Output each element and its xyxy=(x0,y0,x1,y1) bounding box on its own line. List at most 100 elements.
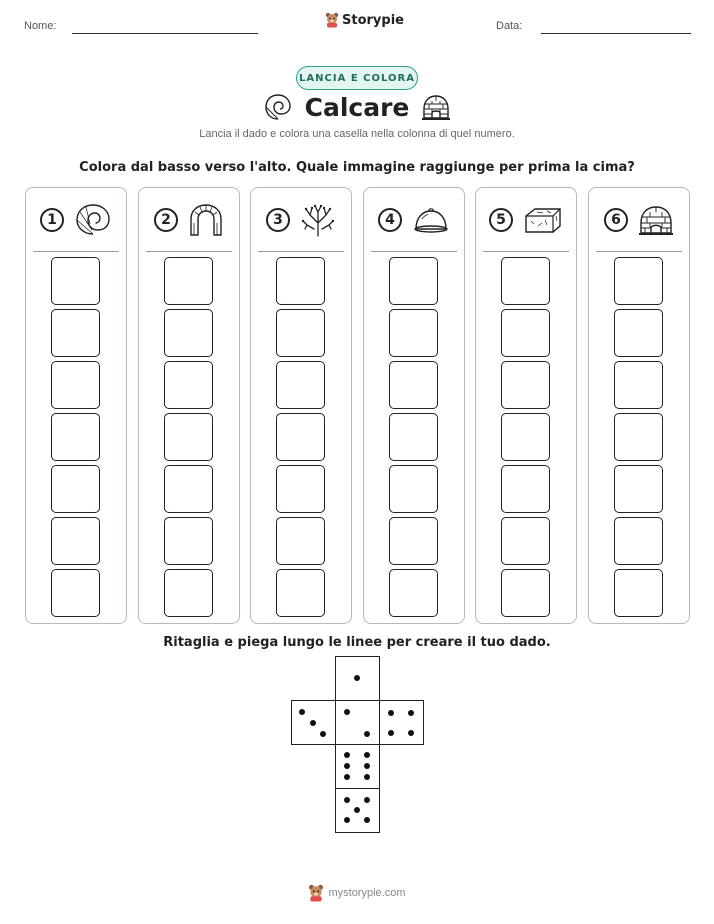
color-cell[interactable] xyxy=(51,569,100,617)
color-cell[interactable] xyxy=(51,309,100,357)
color-cell[interactable] xyxy=(501,413,550,461)
color-cell[interactable] xyxy=(389,413,438,461)
color-cell[interactable] xyxy=(614,569,663,617)
die-pip xyxy=(320,731,326,737)
color-cell[interactable] xyxy=(276,309,325,357)
column-divider xyxy=(371,251,457,252)
color-cell[interactable] xyxy=(501,569,550,617)
color-cell[interactable] xyxy=(389,517,438,565)
column-5: 5 xyxy=(475,187,577,624)
die-pip xyxy=(388,730,394,736)
die-face-2 xyxy=(335,700,380,745)
die-pip xyxy=(344,763,350,769)
die-pip xyxy=(354,675,360,681)
column-header: 5 xyxy=(476,188,576,251)
seashell-icon xyxy=(76,203,110,235)
color-cell[interactable] xyxy=(614,361,663,409)
color-cell[interactable] xyxy=(164,361,213,409)
color-cell[interactable] xyxy=(389,309,438,357)
dome-icon xyxy=(414,207,448,233)
limestone-block-icon xyxy=(525,207,561,233)
page-title: Calcare xyxy=(304,92,410,122)
color-cell[interactable] xyxy=(276,361,325,409)
color-cell[interactable] xyxy=(276,413,325,461)
column-number: 6 xyxy=(604,207,628,232)
color-cell[interactable] xyxy=(276,257,325,305)
die-pip xyxy=(344,709,350,715)
color-cell[interactable] xyxy=(51,361,100,409)
column-number: 4 xyxy=(378,207,402,232)
color-cell[interactable] xyxy=(276,569,325,617)
arch-icon xyxy=(190,203,222,236)
color-cell[interactable] xyxy=(51,413,100,461)
color-cell[interactable] xyxy=(164,569,213,617)
color-cell[interactable] xyxy=(501,361,550,409)
die-pip xyxy=(364,763,370,769)
die-pip xyxy=(364,817,370,823)
die-face-3 xyxy=(291,700,336,745)
color-cell[interactable] xyxy=(501,465,550,513)
date-field[interactable] xyxy=(541,33,691,34)
die-instruction: Ritaglia e piega lungo le linee per crea… xyxy=(163,635,551,650)
color-cell[interactable] xyxy=(614,465,663,513)
color-cell[interactable] xyxy=(164,309,213,357)
color-cell[interactable] xyxy=(276,517,325,565)
column-number: 2 xyxy=(154,207,178,232)
color-cell[interactable] xyxy=(51,257,100,305)
column-header: 4 xyxy=(364,188,464,251)
coral-icon xyxy=(301,204,335,237)
date-label: Data: xyxy=(496,20,523,32)
igloo-icon xyxy=(639,205,673,235)
color-cell[interactable] xyxy=(51,517,100,565)
color-cell[interactable] xyxy=(389,361,438,409)
color-cell[interactable] xyxy=(164,413,213,461)
die-face-1 xyxy=(335,656,380,701)
color-cell[interactable] xyxy=(389,569,438,617)
color-cell[interactable] xyxy=(614,413,663,461)
name-field[interactable] xyxy=(72,33,258,34)
die-face-5 xyxy=(335,788,380,833)
column-header: 6 xyxy=(589,188,689,251)
column-2: 2 xyxy=(138,187,240,624)
color-cell[interactable] xyxy=(501,517,550,565)
footer: mystorypie.com xyxy=(0,884,714,902)
seashell-icon xyxy=(264,94,291,120)
color-cell[interactable] xyxy=(501,309,550,357)
die-pip xyxy=(364,774,370,780)
column-divider xyxy=(258,251,344,252)
die-pip xyxy=(299,709,305,715)
color-cell[interactable] xyxy=(501,257,550,305)
color-cell[interactable] xyxy=(614,517,663,565)
color-cell[interactable] xyxy=(276,465,325,513)
die-pip xyxy=(344,797,350,803)
color-cell[interactable] xyxy=(389,257,438,305)
color-cell[interactable] xyxy=(51,465,100,513)
column-number: 5 xyxy=(489,207,513,232)
die-pip xyxy=(344,817,350,823)
brand-name: Storypie xyxy=(342,12,404,28)
die-pip xyxy=(364,797,370,803)
color-cell[interactable] xyxy=(164,517,213,565)
footer-url[interactable]: mystorypie.com xyxy=(328,887,406,899)
column-header: 2 xyxy=(139,188,239,251)
column-header: 1 xyxy=(26,188,126,251)
bear-logo-icon xyxy=(325,12,339,28)
bear-logo-icon xyxy=(309,884,324,902)
color-cell[interactable] xyxy=(614,309,663,357)
color-cell[interactable] xyxy=(614,257,663,305)
color-cell[interactable] xyxy=(389,465,438,513)
brand-logo: Storypie xyxy=(325,12,404,28)
die-face-6 xyxy=(335,744,380,789)
die-pip xyxy=(310,720,316,726)
die-pip xyxy=(364,731,370,737)
column-divider xyxy=(146,251,232,252)
coloring-instruction: Colora dal basso verso l'alto. Quale imm… xyxy=(79,160,635,175)
die-pip xyxy=(364,752,370,758)
name-label: Nome: xyxy=(24,20,57,32)
die-pip xyxy=(354,807,360,813)
column-divider xyxy=(483,251,569,252)
column-divider xyxy=(596,251,682,252)
column-4: 4 xyxy=(363,187,465,624)
color-cell[interactable] xyxy=(164,465,213,513)
color-cell[interactable] xyxy=(164,257,213,305)
